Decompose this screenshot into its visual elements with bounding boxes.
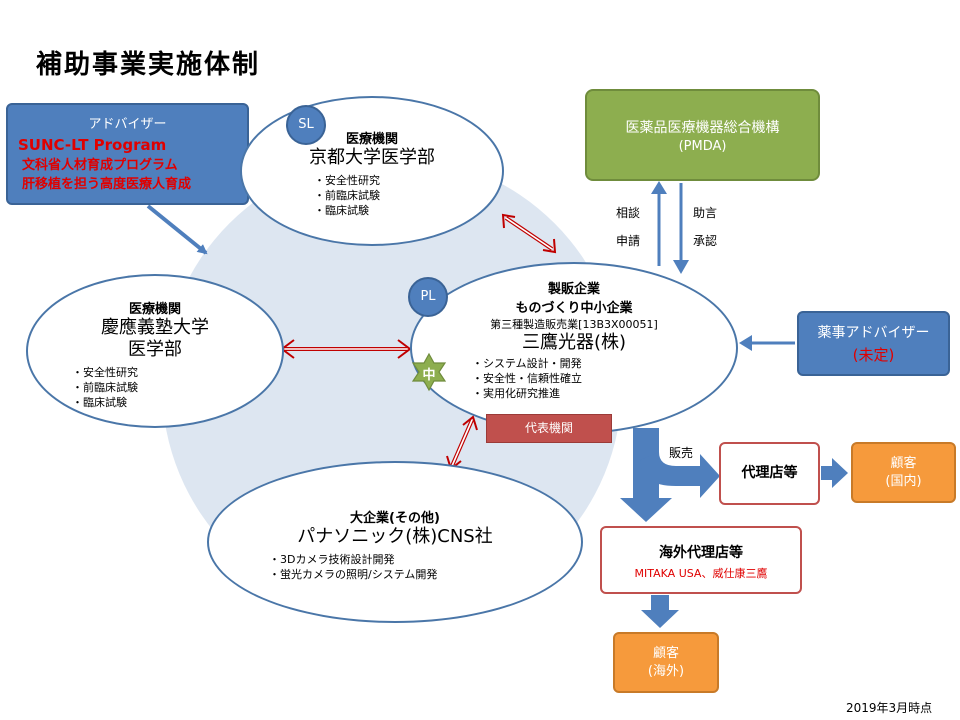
kyoto-name: 京都大学医学部 (309, 147, 435, 168)
sl-badge: SL (286, 105, 326, 145)
mitaka-name: 三鷹光器(株) (521, 332, 627, 353)
naka-label: 中 (422, 368, 436, 383)
panasonic-name: パナソニック(株)CNS社 (297, 526, 493, 547)
panasonic-bullet: 蛍光カメラの照明/システム開発 (269, 567, 581, 582)
page-title: 補助事業実施体制 (36, 50, 261, 80)
overseas-customer-region: (海外) (647, 664, 685, 679)
keio-university-node: 医療機関 慶應義塾大学 医学部 安全性研究 前臨床試験 臨床試験 (26, 274, 284, 428)
keio-name-line1: 慶應義塾大学 (101, 317, 209, 338)
yakuji-to-mitaka-arrow (739, 335, 795, 351)
mitaka-bullet: 実用化研究推進 (472, 386, 736, 401)
mitaka-node: 製販企業 ものづくり中小企業 第三種製造販売業[13B3X00051] 三鷹光器… (410, 262, 738, 434)
consult-apply-arrow (651, 181, 667, 266)
keio-bullet: 臨床試験 (72, 395, 282, 410)
kaigai-to-kokyaku-arrow (641, 595, 679, 628)
overseas-distributor-box: 海外代理店等 MITAKA USA、威仕康三鷹 (600, 526, 802, 594)
domestic-customer-box: 顧客 (国内) (851, 442, 956, 503)
keio-bullet-list: 安全性研究 前臨床試験 臨床試験 (72, 365, 282, 410)
pmda-name: 医薬品医療機器総合機構 (625, 120, 780, 136)
kyoto-bullet: 臨床試験 (314, 203, 502, 218)
panasonic-bullet: 3Dカメラ技術設計開発 (269, 552, 581, 567)
keio-name-line2: 医学部 (128, 339, 182, 360)
keio-mitaka-double-arrow (280, 339, 412, 359)
keio-bullet: 前臨床試験 (72, 380, 282, 395)
mitaka-bullet: 安全性・信頼性確立 (472, 371, 736, 386)
overseas-customer-box: 顧客 (海外) (613, 632, 719, 693)
advisor-program-name: SUNC-LT Program (18, 136, 167, 154)
advisor-to-keio-arrow (146, 204, 208, 255)
mitaka-license: 第三種製造販売業[13B3X00051] (490, 318, 658, 331)
mitaka-bullet: システム設計・開発 (472, 356, 736, 371)
kyoto-bullet-list: 安全性研究 前臨床試験 臨床試験 (314, 173, 502, 218)
pmda-box: 医薬品医療機器総合機構 (PMDA) (585, 89, 820, 181)
keio-heading: 医療機関 (128, 302, 181, 317)
kyoto-bullet: 前臨床試験 (314, 188, 502, 203)
pl-badge: PL (408, 277, 448, 317)
date-note: 2019年3月時点 (846, 701, 933, 715)
approval-label: 承認 (693, 234, 718, 248)
advice-approval-arrow (673, 183, 689, 274)
advisor-program-desc: 文科省人材育成プログラム (22, 158, 178, 173)
apply-label: 申請 (616, 234, 641, 248)
domestic-customer-region: (国内) (885, 474, 922, 489)
mitaka-heading2: ものづくり中小企業 (515, 301, 633, 316)
regulatory-advisor-box: 薬事アドバイザー (未定) (797, 311, 950, 376)
advisor-box: アドバイザー SUNC-LT Program 文科省人材育成プログラム 肝移植を… (6, 103, 249, 205)
kyoto-bullet: 安全性研究 (314, 173, 502, 188)
overseas-distributor-label: 海外代理店等 (659, 545, 743, 561)
sales-flow-arrow (620, 428, 720, 522)
overseas-customer-label: 顧客 (652, 646, 679, 661)
sales-label: 販売 (669, 446, 694, 460)
regulatory-advisor-label: 薬事アドバイザー (817, 325, 930, 341)
kyoto-university-node: 医療機関 京都大学医学部 安全性研究 前臨床試験 臨床試験 (240, 96, 504, 246)
kyoto-heading: 医療機関 (345, 132, 398, 147)
domestic-customer-label: 顧客 (890, 456, 917, 471)
kyoto-mitaka-double-arrow (501, 213, 557, 254)
panasonic-heading: 大企業(その他) (350, 511, 440, 526)
distributor-box: 代理店等 (719, 442, 820, 505)
representative-badge: 代表機関 (486, 414, 612, 443)
mitaka-heading1: 製販企業 (547, 282, 600, 297)
advisor-label: アドバイザー (88, 117, 167, 132)
overseas-distributor-names: MITAKA USA、威仕康三鷹 (634, 567, 768, 580)
panasonic-mitaka-double-arrow (446, 415, 478, 471)
dairi-to-kokyaku-arrow (821, 458, 848, 488)
consult-label: 相談 (616, 206, 641, 220)
advice-label: 助言 (693, 206, 718, 220)
advisor-program-goal: 肝移植を担う高度医療人育成 (22, 177, 192, 192)
keio-bullet: 安全性研究 (72, 365, 282, 380)
panasonic-node: 大企業(その他) パナソニック(株)CNS社 3Dカメラ技術設計開発 蛍光カメラ… (207, 461, 583, 623)
regulatory-advisor-status: (未定) (852, 346, 895, 364)
mitaka-bullet-list: システム設計・開発 安全性・信頼性確立 実用化研究推進 (472, 356, 736, 401)
panasonic-bullet-list: 3Dカメラ技術設計開発 蛍光カメラの照明/システム開発 (269, 552, 581, 582)
pmda-abbr: (PMDA) (678, 139, 727, 154)
